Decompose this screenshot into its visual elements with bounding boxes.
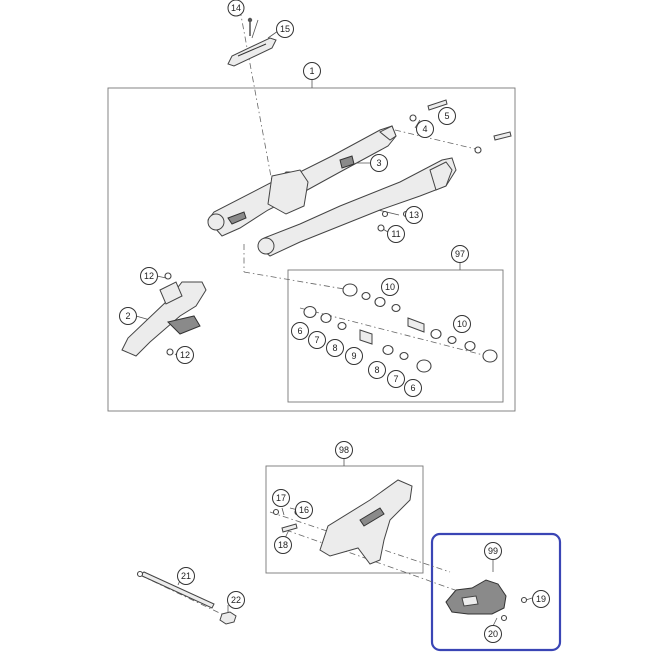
callout-7: 7 [387, 370, 405, 388]
callout-6: 6 [404, 379, 422, 397]
callout-8: 8 [368, 361, 386, 379]
callout-3: 3 [370, 154, 388, 172]
svg-text:21: 21 [181, 571, 191, 581]
bearing-kit-97 [303, 283, 498, 373]
callout-1: 1 [303, 62, 321, 80]
svg-text:15: 15 [280, 24, 290, 34]
svg-text:3: 3 [376, 158, 381, 168]
callout-18: 18 [274, 536, 292, 554]
svg-text:6: 6 [410, 383, 415, 393]
svg-text:13: 13 [409, 210, 419, 220]
callout-5: 5 [438, 107, 456, 125]
svg-text:12: 12 [180, 350, 190, 360]
chain-guide-kit-99 [445, 579, 528, 622]
callout-98: 98 [335, 441, 353, 459]
callout-17: 17 [272, 489, 290, 507]
callout-11: 11 [387, 225, 405, 243]
assembly-box-1 [107, 87, 516, 412]
callout-12: 12 [176, 346, 194, 364]
svg-text:10: 10 [457, 319, 467, 329]
kit-box-97 [287, 269, 504, 403]
svg-text:6: 6 [297, 326, 302, 336]
kit-box-98 [265, 465, 424, 574]
svg-text:97: 97 [455, 249, 465, 259]
callout-10: 10 [453, 315, 471, 333]
callout-14: 14 [227, 0, 245, 17]
svg-text:4: 4 [422, 124, 427, 134]
svg-text:10: 10 [385, 282, 395, 292]
swingarm-part-1 [207, 125, 457, 257]
svg-text:12: 12 [144, 271, 154, 281]
callout-6: 6 [291, 322, 309, 340]
callout-16: 16 [295, 501, 313, 519]
highlight-box-99 [430, 532, 562, 652]
callout-2: 2 [119, 307, 137, 325]
axle-part-21 [136, 570, 215, 609]
callout-20: 20 [484, 625, 502, 643]
svg-text:20: 20 [488, 629, 498, 639]
callout-97: 97 [451, 245, 469, 263]
svg-text:7: 7 [314, 335, 319, 345]
svg-text:17: 17 [276, 493, 286, 503]
svg-text:99: 99 [488, 546, 498, 556]
svg-text:8: 8 [332, 343, 337, 353]
svg-text:7: 7 [393, 374, 398, 384]
callout-9: 9 [345, 347, 363, 365]
svg-text:8: 8 [374, 365, 379, 375]
callout-13: 13 [405, 206, 423, 224]
callout-99: 99 [484, 542, 502, 560]
callout-10: 10 [381, 278, 399, 296]
svg-text:19: 19 [536, 594, 546, 604]
callout-22: 22 [227, 591, 245, 609]
callout-4: 4 [416, 120, 434, 138]
svg-text:11: 11 [391, 229, 400, 239]
chain-slider-part-2 [121, 272, 207, 357]
callout-19: 19 [532, 590, 550, 608]
svg-text:1: 1 [309, 66, 314, 76]
chain-guide-kit-98 [272, 479, 413, 565]
svg-text:14: 14 [231, 3, 241, 13]
callout-8: 8 [326, 339, 344, 357]
callout-21: 21 [177, 567, 195, 585]
nut-part-22 [219, 611, 237, 625]
svg-text:16: 16 [299, 505, 309, 515]
svg-text:22: 22 [231, 595, 241, 605]
callout-15: 15 [276, 20, 294, 38]
svg-text:2: 2 [125, 311, 130, 321]
svg-text:18: 18 [278, 540, 288, 550]
callout-12: 12 [140, 267, 158, 285]
screw-part-14 [247, 17, 253, 36]
svg-text:98: 98 [339, 445, 349, 455]
svg-text:5: 5 [444, 111, 449, 121]
callout-7: 7 [308, 331, 326, 349]
chain-guide-part-15 [227, 37, 277, 67]
svg-text:9: 9 [351, 351, 356, 361]
